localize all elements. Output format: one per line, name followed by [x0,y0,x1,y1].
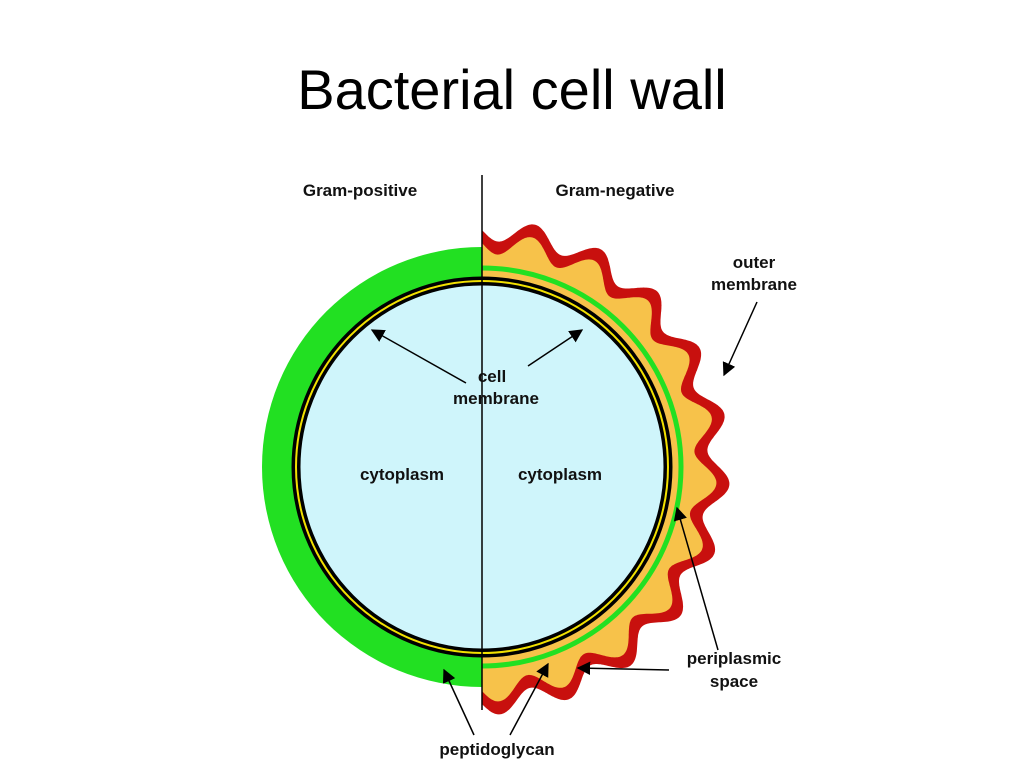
label-gram-negative: Gram-negative [555,181,674,200]
slide-title: Bacterial cell wall [297,58,727,121]
pointer-arrows [370,301,758,736]
gram-negative-half [482,207,730,727]
label-outer-membrane-2: membrane [711,275,797,294]
gram-positive-half [262,247,482,687]
arrow-peptidoglycan-right [509,662,549,736]
arrow-peptidoglycan-left [442,668,475,736]
label-peptidoglycan: peptidoglycan [439,740,554,759]
label-cell-membrane-2: membrane [453,389,539,408]
label-periplasmic-1: periplasmic [687,649,782,668]
gram-negative-membrane-inner [482,280,669,654]
gram-negative-peptidoglycan-layer [482,265,684,669]
arrow-cell-membrane-left [370,329,467,384]
label-cell-membrane-1: cell [478,367,506,386]
label-outer-membrane-1: outer [733,253,776,272]
label-cytoplasm-right: cytoplasm [518,465,602,484]
arrow-cell-membrane-right [527,329,584,367]
arrow-periplasmic-upper [673,506,719,651]
label-periplasmic-2: space [710,672,758,691]
label-cytoplasm-left: cytoplasm [360,465,444,484]
gram-positive-membrane-inner [295,280,482,654]
label-gram-positive: Gram-positive [303,181,417,200]
arrow-periplasmic-lower [576,661,670,676]
arrow-outer-membrane [722,301,758,377]
